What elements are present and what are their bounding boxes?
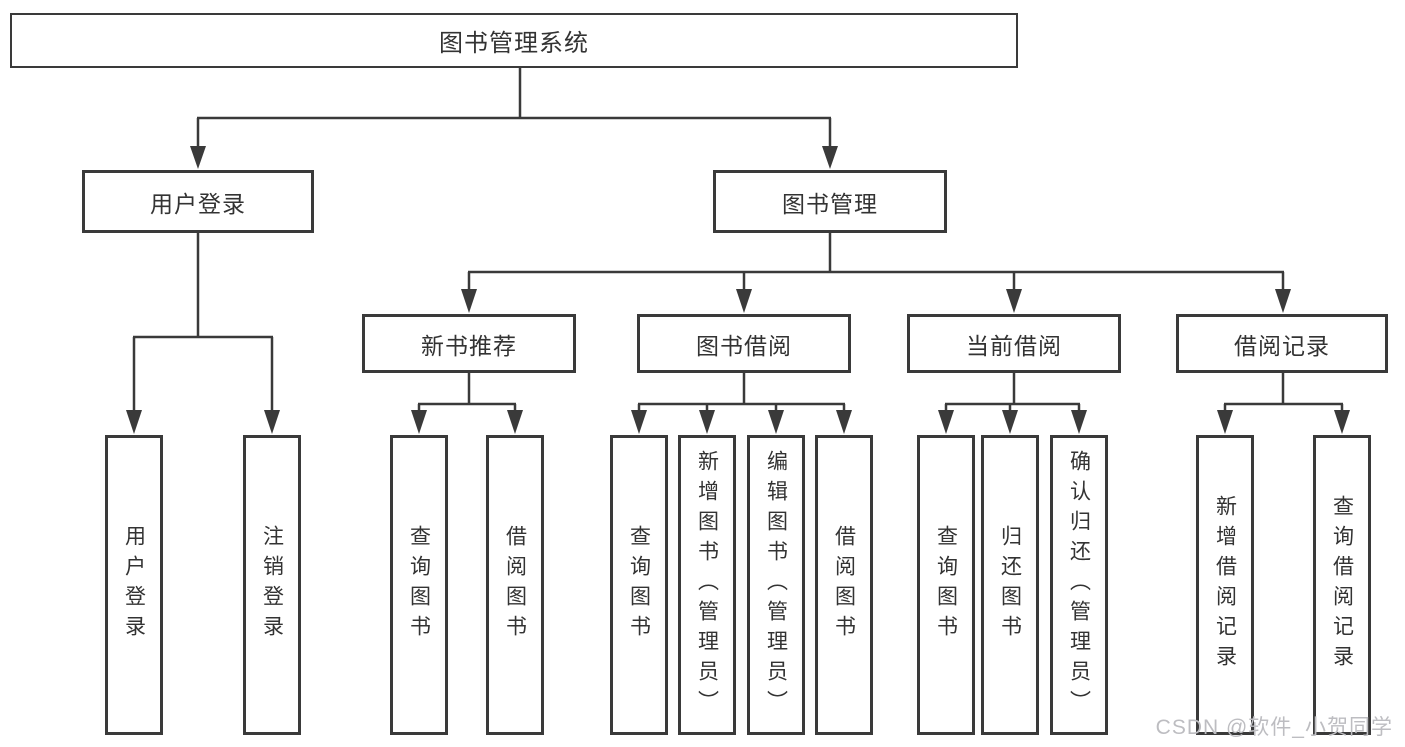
node-book-management: 图书管理 [713, 170, 947, 233]
node-label: 用户登录 [150, 190, 246, 217]
node-label: 图书借阅 [696, 332, 792, 359]
node-borrowing-records: 借阅记录 [1176, 314, 1388, 373]
node-label: 借阅记录 [1234, 332, 1330, 359]
connector-root-to-level2 [190, 68, 838, 169]
leaf-borrowing-edit-books-admin: 编辑图书（管理员） [747, 435, 805, 735]
leaf-current-query-books: 查询图书 [917, 435, 975, 735]
leaf-records-query-borrow-record: 查询借阅记录 [1313, 435, 1371, 735]
node-current-borrowing: 当前借阅 [907, 314, 1121, 373]
node-label: 图书管理 [782, 190, 878, 217]
leaf-label: 确认归还（管理员） [1067, 450, 1091, 720]
leaf-label: 借阅图书 [503, 525, 527, 645]
leaf-label: 新增借阅记录 [1213, 495, 1237, 675]
connector-book-borrowing-to-leaves [631, 373, 852, 434]
node-user-login: 用户登录 [82, 170, 314, 233]
leaf-label: 查询图书 [934, 525, 958, 645]
leaf-recommend-query-books: 查询图书 [390, 435, 448, 735]
connector-current-borrowing-to-leaves [938, 373, 1087, 434]
leaf-logout: 注销登录 [243, 435, 301, 735]
leaf-label: 注销登录 [260, 525, 284, 645]
leaf-label: 查询图书 [627, 525, 651, 645]
connector-book-management-to-level3 [461, 233, 1291, 313]
connector-user-login-to-leaves [126, 233, 280, 434]
leaf-label: 查询图书 [407, 525, 431, 645]
leaf-borrowing-add-books-admin: 新增图书（管理员） [678, 435, 736, 735]
leaf-current-confirm-return-admin: 确认归还（管理员） [1050, 435, 1108, 735]
leaf-recommend-borrow-books: 借阅图书 [486, 435, 544, 735]
connector-borrowing-records-to-leaves [1217, 373, 1350, 434]
node-label: 图书管理系统 [439, 30, 589, 57]
leaf-label: 查询借阅记录 [1330, 495, 1354, 675]
node-label: 新书推荐 [421, 332, 517, 359]
connector-new-book-recommend-to-leaves [411, 373, 523, 434]
node-library-management-system: 图书管理系统 [10, 13, 1018, 68]
leaf-user-login: 用户登录 [105, 435, 163, 735]
node-label: 当前借阅 [966, 332, 1062, 359]
leaf-borrowing-query-books: 查询图书 [610, 435, 668, 735]
leaf-label: 归还图书 [998, 525, 1022, 645]
node-book-borrowing: 图书借阅 [637, 314, 851, 373]
leaf-label: 新增图书（管理员） [695, 450, 719, 720]
leaf-current-return-books: 归还图书 [981, 435, 1039, 735]
leaf-label: 编辑图书（管理员） [764, 450, 788, 720]
leaf-borrowing-borrow-books: 借阅图书 [815, 435, 873, 735]
leaf-label: 借阅图书 [832, 525, 856, 645]
leaf-label: 用户登录 [122, 525, 146, 645]
watermark-text: CSDN @软件_小贺同学 [1155, 716, 1393, 739]
node-new-book-recommend: 新书推荐 [362, 314, 576, 373]
leaf-records-add-borrow-record: 新增借阅记录 [1196, 435, 1254, 735]
